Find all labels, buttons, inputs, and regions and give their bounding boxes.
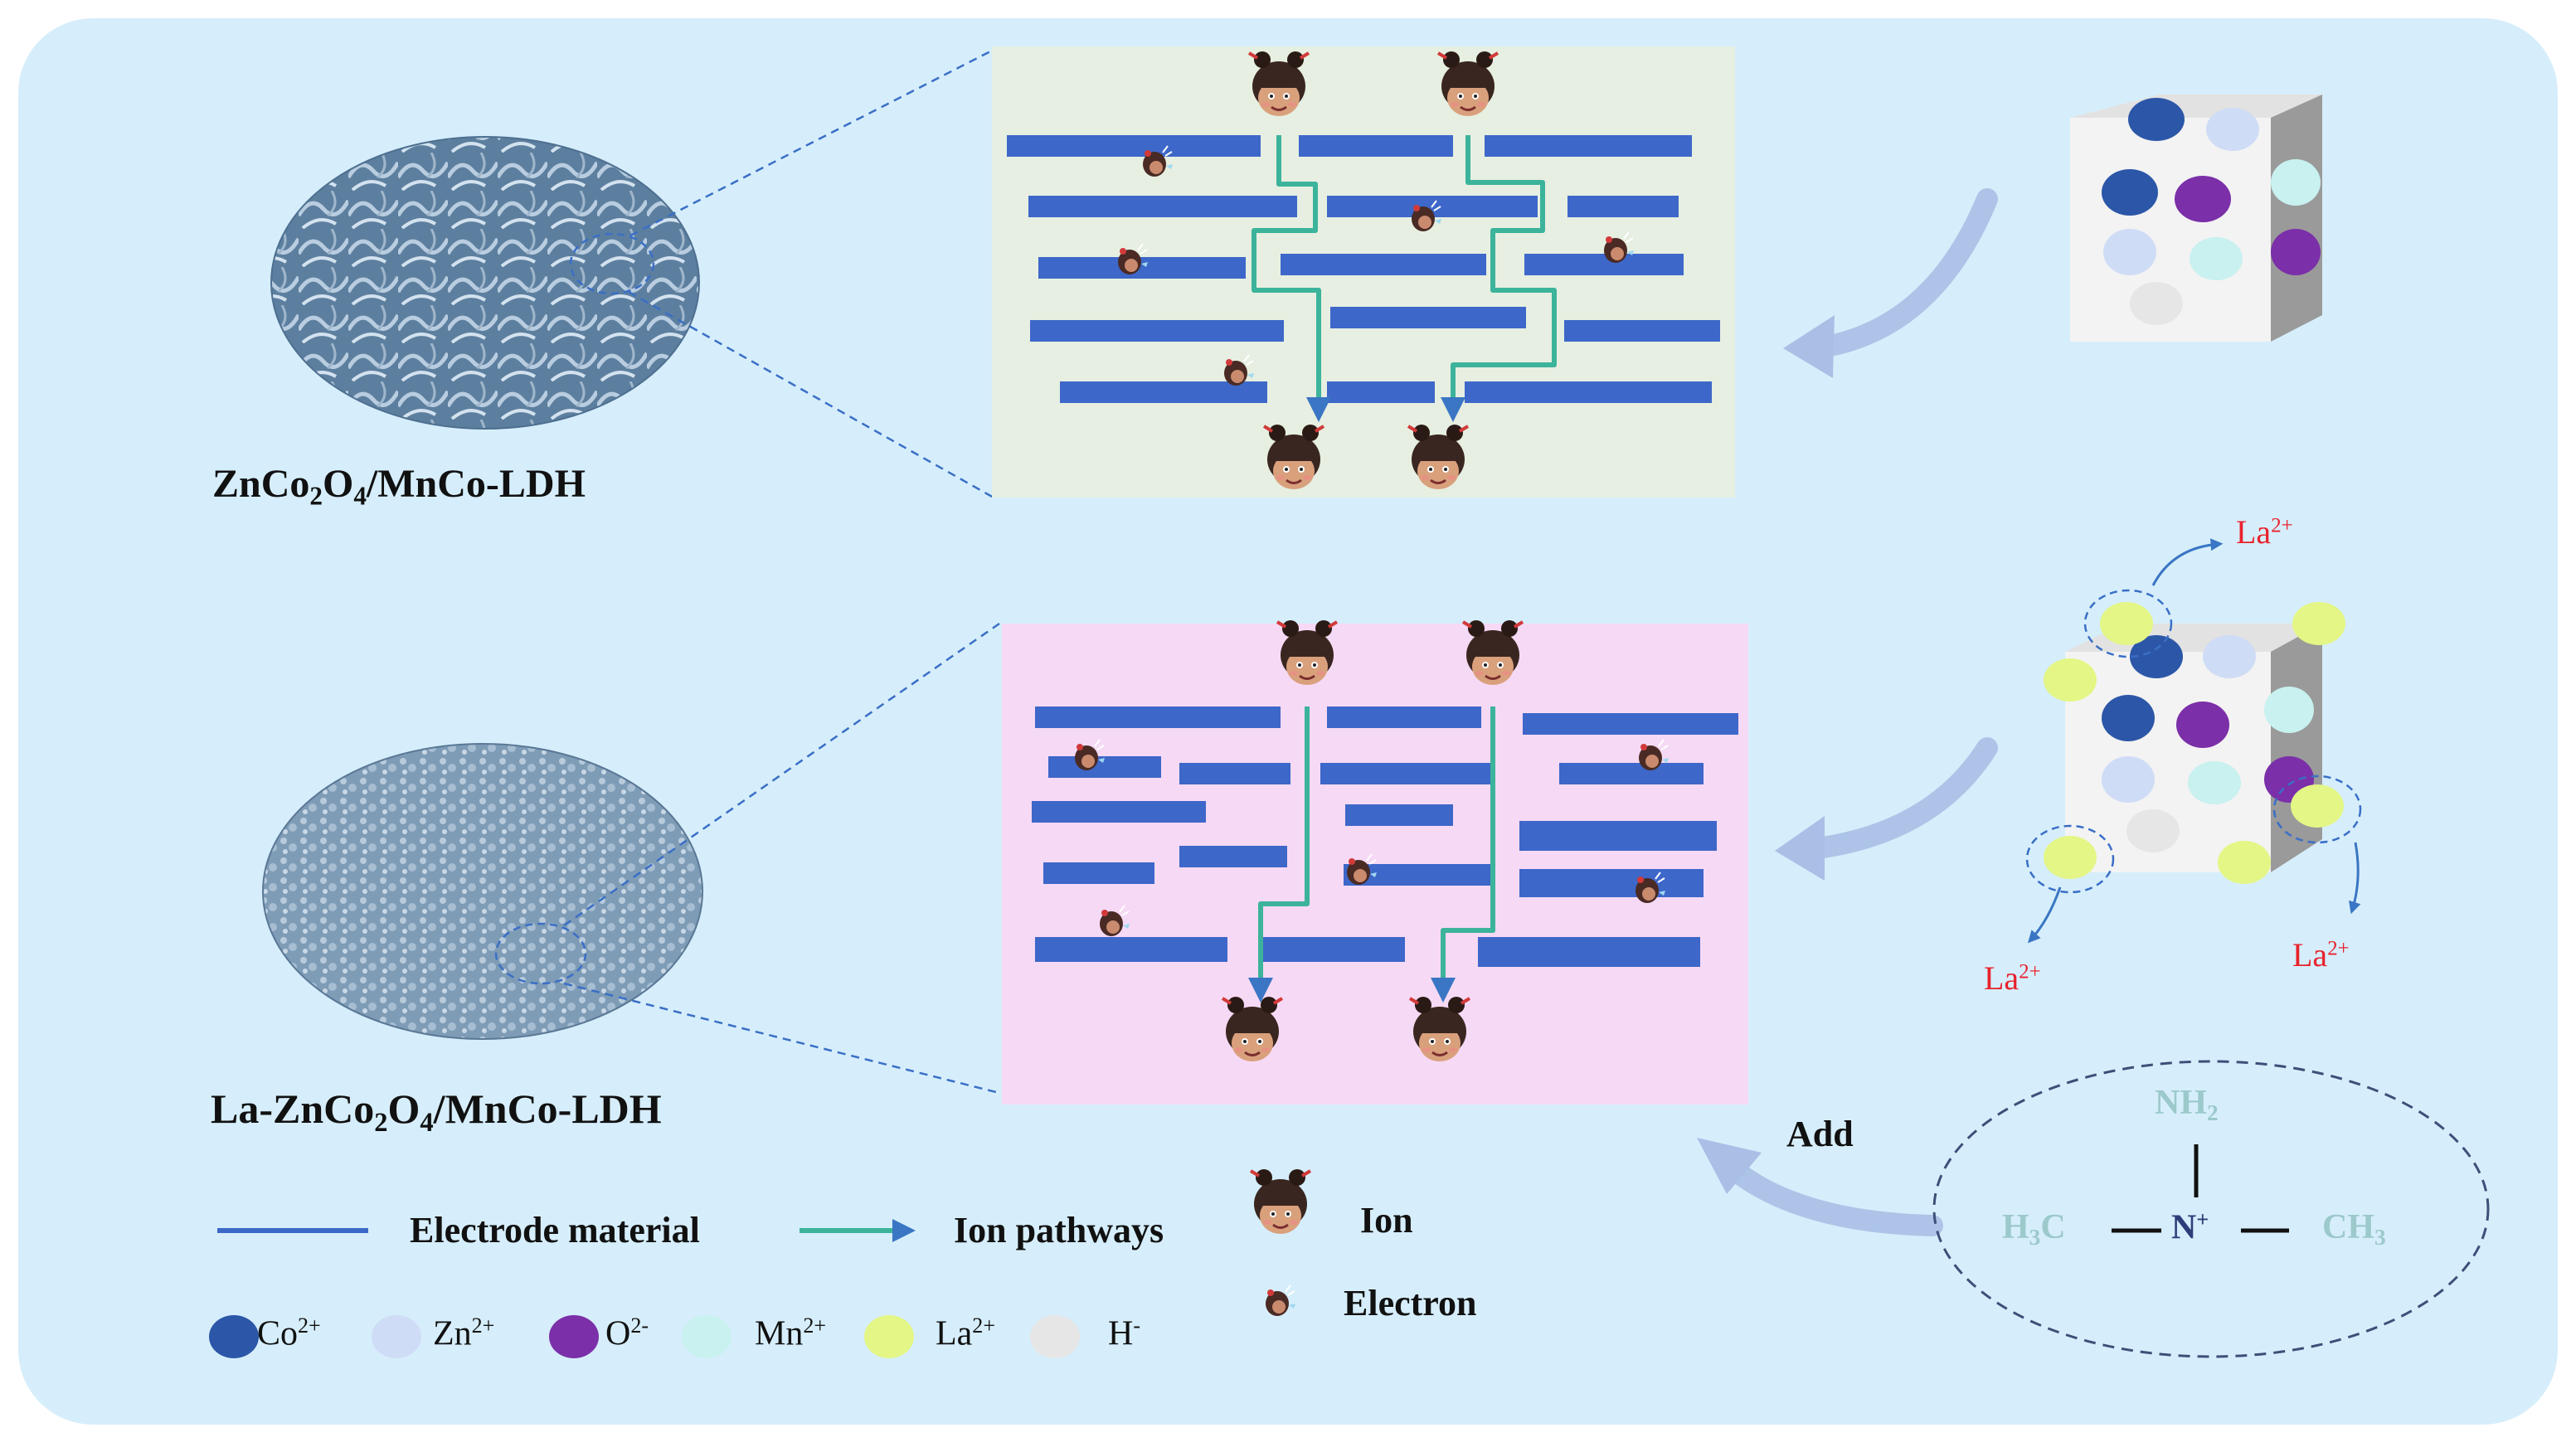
ion-pathways-bottom <box>1248 707 1495 1003</box>
legend-ion-swatches <box>209 1315 1080 1358</box>
molecule-outline <box>1932 1060 2490 1358</box>
curved-arrow-head <box>1697 1138 1762 1194</box>
legend-swatch-co <box>209 1315 259 1358</box>
molecule-nitrogen: N+ <box>2171 1207 2209 1247</box>
sem-image-bottom <box>263 744 702 1039</box>
la-ion-label: La2+ <box>2292 936 2350 974</box>
legend-ion-label-o: O2- <box>605 1313 649 1353</box>
add-label: Add <box>1786 1114 1854 1154</box>
zoom-circle-bottom <box>494 922 587 985</box>
legend-pathway-label: Ion pathways <box>954 1210 1164 1250</box>
legend-ion-label-co: Co2+ <box>257 1313 321 1353</box>
legend-electrode-label: Electrode material <box>410 1210 700 1250</box>
zoom-line <box>629 48 994 237</box>
release-arrow <box>2027 886 2062 944</box>
legend-swatch-mn <box>682 1315 731 1358</box>
sem-image-top <box>271 137 699 429</box>
material-label-bottom: La-ZnCo2O4/MnCo-LDH <box>211 1085 662 1138</box>
electrode-layers-bottom <box>1032 707 1738 967</box>
la-ion-label: La2+ <box>2236 513 2293 551</box>
legend-ion-label-la: La2+ <box>936 1313 995 1353</box>
curved-arrow <box>1806 188 1998 359</box>
legend-electron-label: Electron <box>1344 1283 1477 1323</box>
ion-pathways-top <box>1252 135 1557 422</box>
zoom-circle-top <box>569 232 655 295</box>
legend-ion-label-zn: Zn2+ <box>433 1313 495 1353</box>
curved-arrow <box>1723 1158 1943 1236</box>
curved-arrow-head <box>1775 816 1825 881</box>
la-ion-label: La2+ <box>1984 959 2041 997</box>
molecule-nh2: NH2 <box>2155 1084 2219 1126</box>
legend-ion-label-mn: Mn2+ <box>755 1313 827 1353</box>
legend-swatch-la <box>864 1315 914 1358</box>
crystal-cube-bottom <box>2025 589 2362 894</box>
release-arrow <box>2349 842 2361 915</box>
material-label-top: ZnCo2O4/MnCo-LDH <box>212 462 586 511</box>
crystal-cube-top <box>2070 95 2322 342</box>
zoom-line <box>563 982 1000 1095</box>
curved-arrow-head <box>1783 315 1835 378</box>
molecule-h3c: H3C <box>2002 1208 2066 1250</box>
legend-swatch-h <box>1030 1315 1080 1358</box>
curved-arrow <box>1801 737 1998 860</box>
legend-swatch-zn <box>372 1315 421 1358</box>
zoom-line <box>563 622 1000 927</box>
legend-ion-label: Ion <box>1360 1200 1413 1241</box>
legend-swatch-o <box>549 1315 599 1358</box>
release-arrow <box>2151 538 2224 586</box>
molecule-ch3: CH3 <box>2322 1208 2386 1250</box>
legend-ion-label-h: H- <box>1108 1313 1141 1353</box>
